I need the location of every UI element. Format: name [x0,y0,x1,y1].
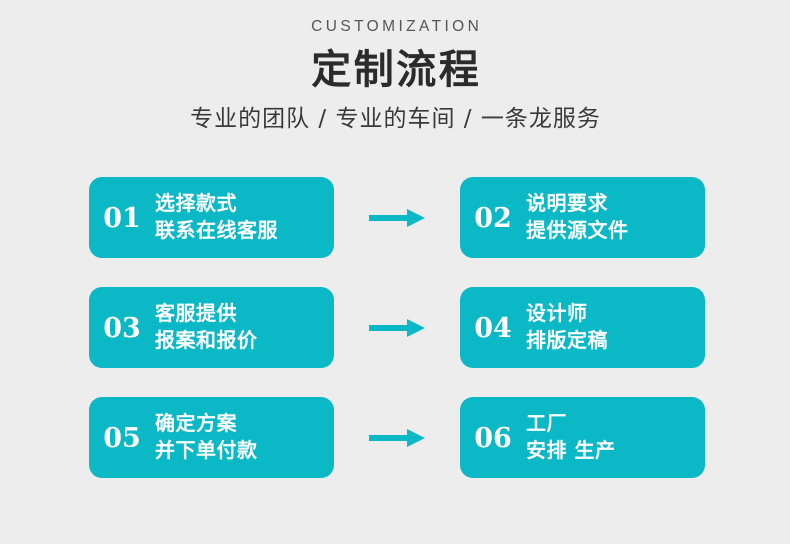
step-number: 06 [474,423,512,454]
step-line-2: 报案和报价 [155,327,258,352]
process-step-card[interactable]: 03 客服提供 报案和报价 [89,287,334,368]
step-line-2: 联系在线客服 [155,217,278,242]
step-text: 说明要求 提供源文件 [526,190,629,242]
page-title: 定制流程 [311,47,482,93]
page-subtitle: 专业的团队 / 专业的车间 / 一条龙服务 [190,106,601,132]
step-text: 设计师 排版定稿 [526,300,608,352]
process-step-card[interactable]: 04 设计师 排版定稿 [460,287,705,368]
process-step-card[interactable]: 05 确定方案 并下单付款 [89,397,334,478]
step-line-2: 提供源文件 [526,217,629,242]
process-step-card[interactable]: 02 说明要求 提供源文件 [460,177,705,258]
process-row: 05 确定方案 并下单付款 06 工厂 安排 生产 [89,397,705,478]
page-header: CUSTOMIZATION 定制流程 专业的团队 / 专业的车间 / 一条龙服务 [0,0,790,132]
step-text: 工厂 安排 生产 [526,410,616,462]
arrow-connector [334,287,460,368]
process-step-card[interactable]: 01 选择款式 联系在线客服 [89,177,334,258]
process-flow: 01 选择款式 联系在线客服 02 说明要求 提供源文件 [89,177,705,478]
step-line-1: 说明要求 [526,190,608,215]
process-row: 03 客服提供 报案和报价 04 设计师 排版定稿 [89,287,705,368]
step-number: 05 [103,423,141,454]
step-number: 04 [474,313,512,344]
step-line-1: 设计师 [526,300,588,325]
step-text: 客服提供 报案和报价 [155,300,258,352]
step-line-1: 工厂 [526,410,567,435]
process-step-card[interactable]: 06 工厂 安排 生产 [460,397,705,478]
arrow-right-icon [369,428,425,447]
arrow-right-icon [369,208,425,227]
arrow-right-icon [369,318,425,337]
process-row: 01 选择款式 联系在线客服 02 说明要求 提供源文件 [89,177,705,258]
step-line-2: 安排 生产 [526,437,616,462]
step-number: 01 [103,203,141,234]
step-line-1: 客服提供 [155,300,237,325]
step-line-1: 确定方案 [155,410,237,435]
arrow-connector [334,177,460,258]
step-line-2: 排版定稿 [526,327,608,352]
step-text: 确定方案 并下单付款 [155,410,258,462]
step-line-2: 并下单付款 [155,437,258,462]
arrow-connector [334,397,460,478]
step-number: 03 [103,313,141,344]
header-eyebrow: CUSTOMIZATION [311,18,483,35]
step-line-1: 选择款式 [155,190,237,215]
step-number: 02 [474,203,512,234]
step-text: 选择款式 联系在线客服 [155,190,278,242]
